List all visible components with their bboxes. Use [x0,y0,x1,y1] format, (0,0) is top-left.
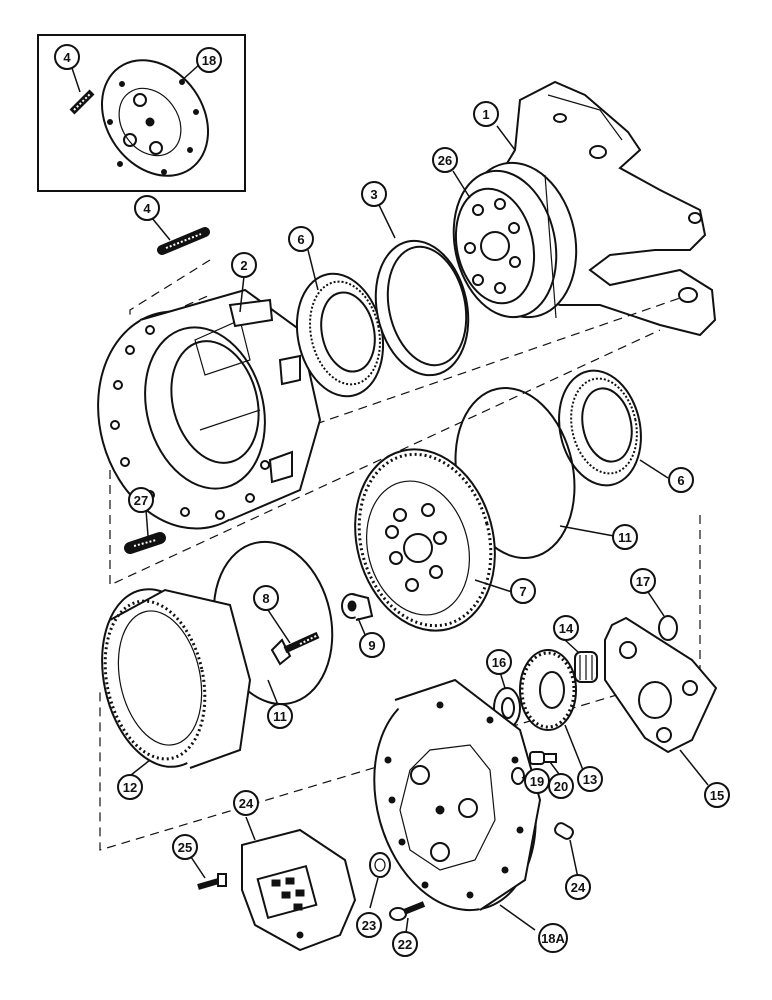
callout-23: 23 [356,912,382,938]
drain-plug [369,852,391,878]
callout-6-lower: 6 [668,467,694,493]
bearing-lower [558,369,642,487]
svg-text:25: 25 [178,840,192,855]
drive-gear [354,448,496,632]
svg-text:24: 24 [571,880,586,895]
callout-19: 19 [524,768,550,794]
callout-12: 12 [117,774,143,800]
svg-text:18A: 18A [541,931,565,946]
callout-24-pin: 24 [565,874,591,900]
steering-knuckle [452,80,717,337]
plug [529,751,557,765]
callout-16: 16 [486,649,512,675]
svg-text:12: 12 [123,780,137,795]
svg-text:13: 13 [583,772,597,787]
pin-right [554,822,574,840]
hub-stud [124,532,166,554]
ring-gear [101,588,252,769]
callout-11-lower: 11 [267,703,293,729]
svg-text:4: 4 [143,201,151,216]
svg-text:16: 16 [492,655,506,670]
svg-text:11: 11 [618,530,632,545]
callout-9: 9 [359,632,385,658]
bolt [270,631,320,666]
callout-3: 3 [361,181,387,207]
dowel-pin [511,767,525,785]
cover-screw [197,873,227,890]
callout-26: 26 [432,147,458,173]
callout-2: 2 [231,252,257,278]
svg-text:1: 1 [482,107,489,122]
callout-20: 20 [548,773,574,799]
svg-text:27: 27 [134,493,148,508]
svg-text:22: 22 [398,937,412,952]
leader-lines [71,63,709,941]
planet-gear [519,649,577,731]
bearing-upper [295,272,385,398]
svg-text:8: 8 [262,591,269,606]
end-cover [241,828,357,952]
carrier-screw [389,901,426,921]
callout-4: 4 [134,195,160,221]
callout-7: 7 [510,578,536,604]
svg-text:15: 15 [710,788,724,803]
svg-text:19: 19 [530,774,544,789]
callout-24-cover: 24 [233,790,259,816]
svg-text:6: 6 [297,232,304,247]
svg-text:11: 11 [273,709,287,724]
svg-text:4: 4 [63,50,71,65]
callout-4-inset: 4 [54,44,80,70]
callout-1: 1 [473,101,499,127]
callout-22: 22 [392,931,418,957]
svg-text:18: 18 [202,53,216,68]
wheel-hub [97,288,322,530]
svg-text:3: 3 [370,187,377,202]
svg-text:14: 14 [559,621,574,636]
callout-18A: 18A [538,923,568,953]
callout-6-upper: 6 [288,226,314,252]
inset-stud [69,89,95,115]
svg-text:17: 17 [636,574,650,589]
needle-bearing [574,651,598,683]
lock-plate [604,616,718,754]
callout-25: 25 [172,834,198,860]
retaining-clip [658,615,678,641]
svg-text:24: 24 [239,796,254,811]
bushing [341,593,374,621]
inset-detail-box [37,34,246,192]
svg-text:9: 9 [368,638,375,653]
svg-text:23: 23 [362,918,376,933]
svg-text:20: 20 [554,779,568,794]
callout-11-upper: 11 [612,524,638,550]
seal-ring [374,239,470,377]
callout-27: 27 [128,487,154,513]
callout-17: 17 [630,568,656,594]
callout-8: 8 [253,585,279,611]
planet-carrier [373,678,542,912]
svg-text:26: 26 [438,153,452,168]
svg-text:6: 6 [677,473,684,488]
callout-15: 15 [704,782,730,808]
callout-13: 13 [577,766,603,792]
svg-text:2: 2 [240,258,247,273]
callout-14: 14 [553,615,579,641]
svg-text:7: 7 [519,584,526,599]
callout-18: 18 [196,47,222,73]
inset-planet-carrier [100,59,210,177]
wheel-stud [157,227,210,255]
